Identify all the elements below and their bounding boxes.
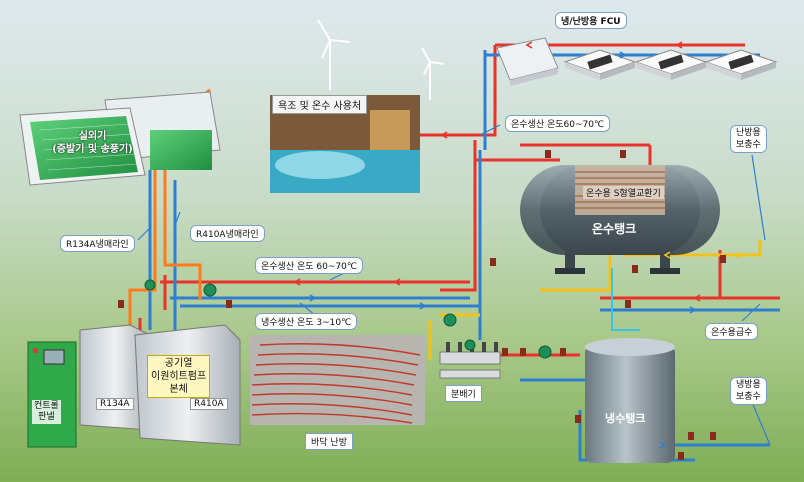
hx-label: 온수용 S형열교환기 <box>583 186 664 199</box>
fcu-cassette <box>563 49 637 80</box>
main-body-label: 공기열 이원히트펌프 본체 <box>147 355 211 398</box>
control-panel-label: 컨트롤 판넬 <box>32 400 61 424</box>
supply-pipes <box>611 268 640 331</box>
fcu-floor-unit <box>496 37 559 86</box>
control-panel <box>27 341 77 448</box>
r134a-label: R134A <box>96 398 134 410</box>
hot-water-temp-mid-label: 온수생산 온도 60~70℃ <box>255 257 363 274</box>
yellow-pipes <box>428 225 762 360</box>
pump-icons <box>144 279 552 359</box>
heating-makeup-label: 난방용 보충수 <box>730 125 767 153</box>
r410a-line-label: R410A냉매라인 <box>190 225 265 242</box>
outdoor-unit-label-line1: 실외기 <box>78 131 107 142</box>
wind-turbine-icon <box>317 19 445 100</box>
bath-user-label: 욕조 및 온수 사용처 <box>272 95 368 114</box>
floor-heating-photo <box>250 335 425 425</box>
makeup-lines <box>137 124 771 446</box>
hot-water-temp-top-label: 온수생산 온도60~70℃ <box>505 115 611 132</box>
valve-icons <box>118 150 726 460</box>
r134a-line-label: R134A냉매라인 <box>60 235 135 252</box>
flow-arrows <box>293 41 741 449</box>
floor-heating-label: 바닥 난방 <box>305 433 353 450</box>
cold-tank-label: 냉수탱크 <box>605 412 646 425</box>
cold-water-pipes <box>148 50 780 462</box>
hot-water-supply-label: 온수용급수 <box>705 323 759 340</box>
cold-water-tank <box>585 338 675 463</box>
fcu-cassette <box>704 49 778 80</box>
outdoor-unit-label-line2: (증발기 및 송풍기) <box>52 144 133 155</box>
outdoor-unit <box>19 91 221 186</box>
outdoor-unit-label: 실외기 (증발기 및 송풍기) <box>45 130 140 156</box>
hot-tank-label: 온수탱크 <box>592 222 637 236</box>
cold-water-temp-label: 냉수생산 온도 3~10℃ <box>255 313 358 330</box>
fcu-label: 냉/난방용 FCU <box>555 12 627 29</box>
r410a-label: R410A <box>190 398 228 410</box>
fcu-cassette <box>634 49 708 80</box>
cooling-makeup-label: 냉방용 보충수 <box>730 377 767 405</box>
distributor-label: 분배기 <box>445 385 482 402</box>
